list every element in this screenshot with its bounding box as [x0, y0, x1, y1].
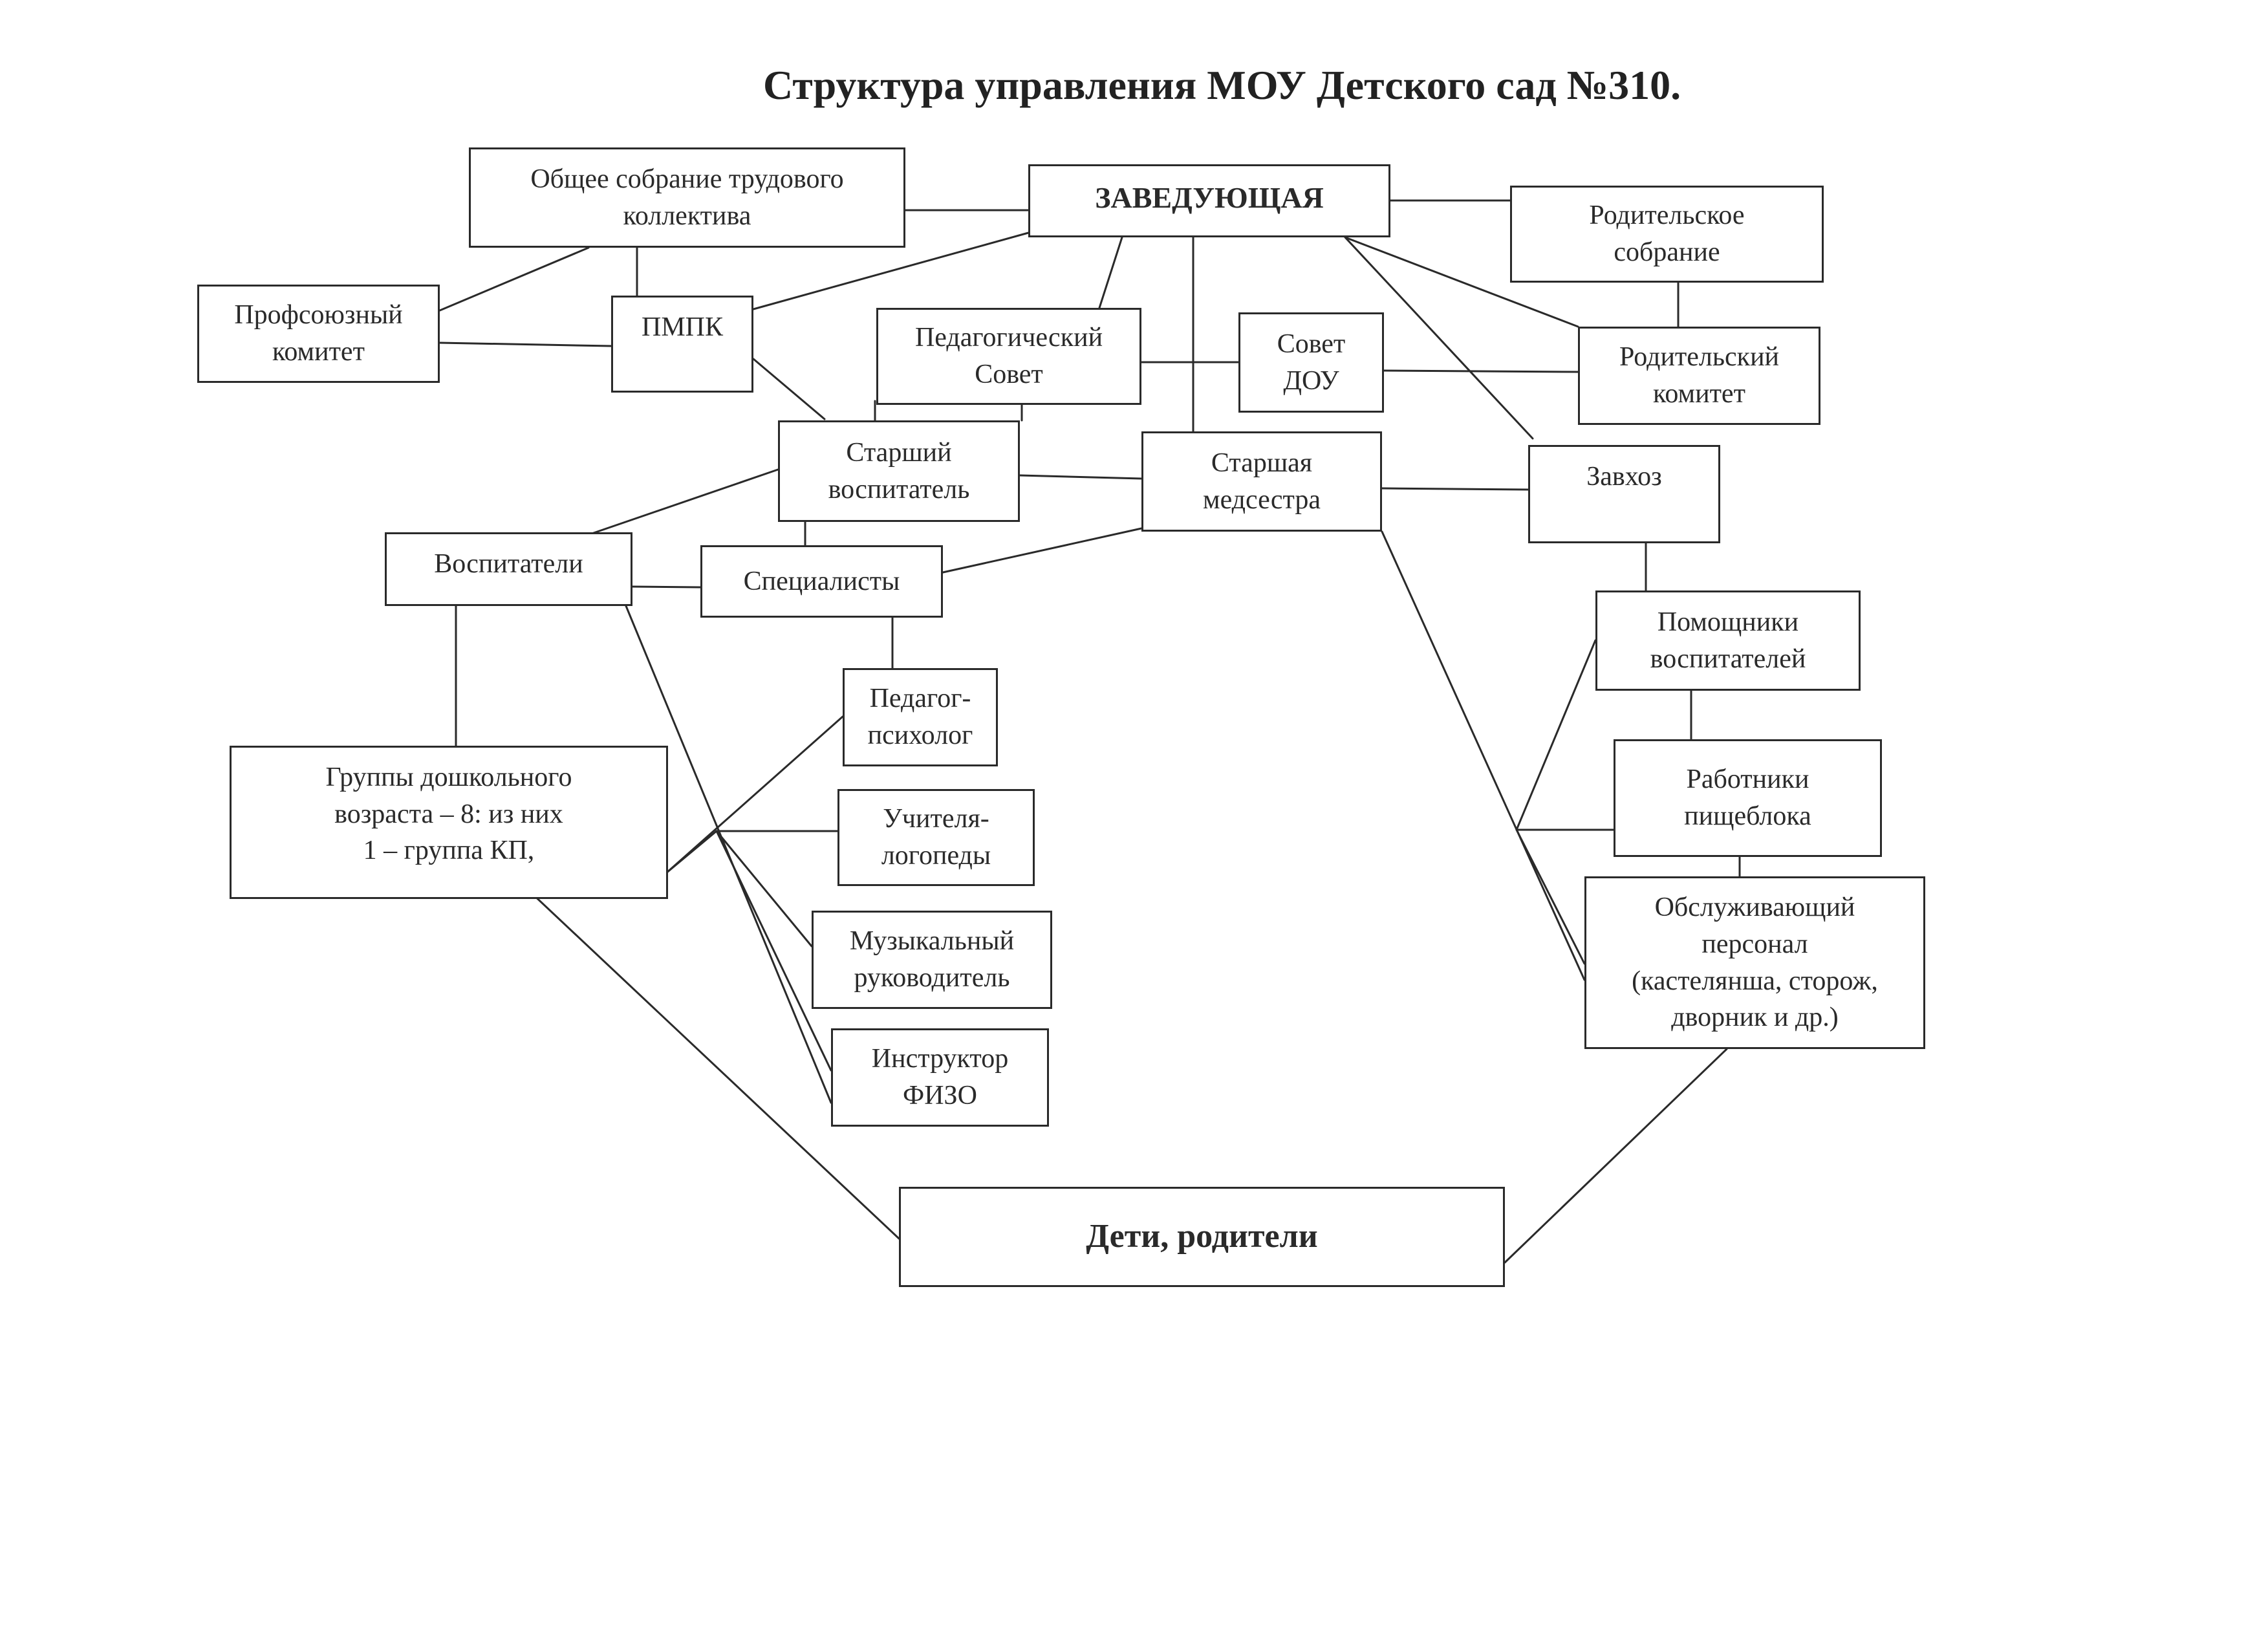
node-profsoyuzny-komitet: Профсоюзный комитет [197, 285, 440, 383]
connector-line [752, 232, 1030, 310]
connector-line [590, 468, 779, 535]
node-pmpk: ПМПК [611, 296, 753, 393]
node-gruppy: Группы дошкольного возраста – 8: из них … [230, 746, 668, 899]
connector-line [1515, 828, 1586, 965]
connector-line [519, 882, 900, 1240]
node-zavkhoz: Завхоз [1528, 445, 1720, 543]
node-starshiy-vospitatel: Старший воспитатель [778, 420, 1020, 522]
connector-line [438, 341, 612, 347]
connector-line [625, 605, 832, 1104]
connector-line [715, 830, 813, 947]
connector-line [1344, 236, 1534, 440]
node-starshaya-medsestra: Старшая медсестра [1141, 431, 1382, 532]
connector-line [1344, 236, 1579, 328]
node-zaveduyushchaya: ЗАВЕДУЮЩАЯ [1028, 164, 1390, 237]
connector-line [438, 246, 590, 312]
connector-line [1381, 487, 1529, 491]
connector-line [1515, 639, 1597, 831]
connector-line [1383, 369, 1579, 373]
node-pomoshchniki: Помощники воспитателей [1595, 590, 1861, 691]
node-deti-roditeli: Дети, родители [899, 1187, 1505, 1287]
connector-line [1504, 1048, 1728, 1264]
node-obsluzhivayushchiy: Обслуживающий персонал (кастелянша, стор… [1584, 876, 1925, 1049]
node-vospitateli: Воспитатели [385, 532, 632, 606]
connector-line [1381, 530, 1586, 981]
node-instruktor-fizo: Инструктор ФИЗО [831, 1028, 1049, 1127]
connector-line [752, 358, 826, 420]
node-spetsialisty: Специалисты [700, 545, 943, 618]
connector-line [942, 527, 1143, 574]
node-roditelskiy-komitet: Родительский комитет [1578, 327, 1820, 425]
node-uchitelya-logopedy: Учителя- логопеды [837, 789, 1035, 886]
node-pedagog-psikholog: Педагог- психолог [843, 668, 998, 766]
node-muzykalny-rukovoditel: Музыкальный руководитель [812, 911, 1052, 1009]
node-rabotniki-pishcheбloka: Работники пищеблока [1614, 739, 1882, 857]
node-obshchee-sobranie: Общее собрание трудового коллектива [469, 147, 905, 248]
connector-line [1098, 236, 1123, 309]
connector-line [665, 715, 844, 874]
connector-line [1019, 474, 1143, 480]
connector-line [665, 830, 718, 874]
page-title: Структура управления МОУ Детского сад №3… [763, 62, 1681, 108]
node-sovet-dou: Совет ДОУ [1238, 312, 1384, 413]
node-roditelskoe-sobranie: Родительское собрание [1510, 186, 1824, 283]
node-pedagogicheskiy-sovet: Педагогический Совет [876, 308, 1141, 405]
